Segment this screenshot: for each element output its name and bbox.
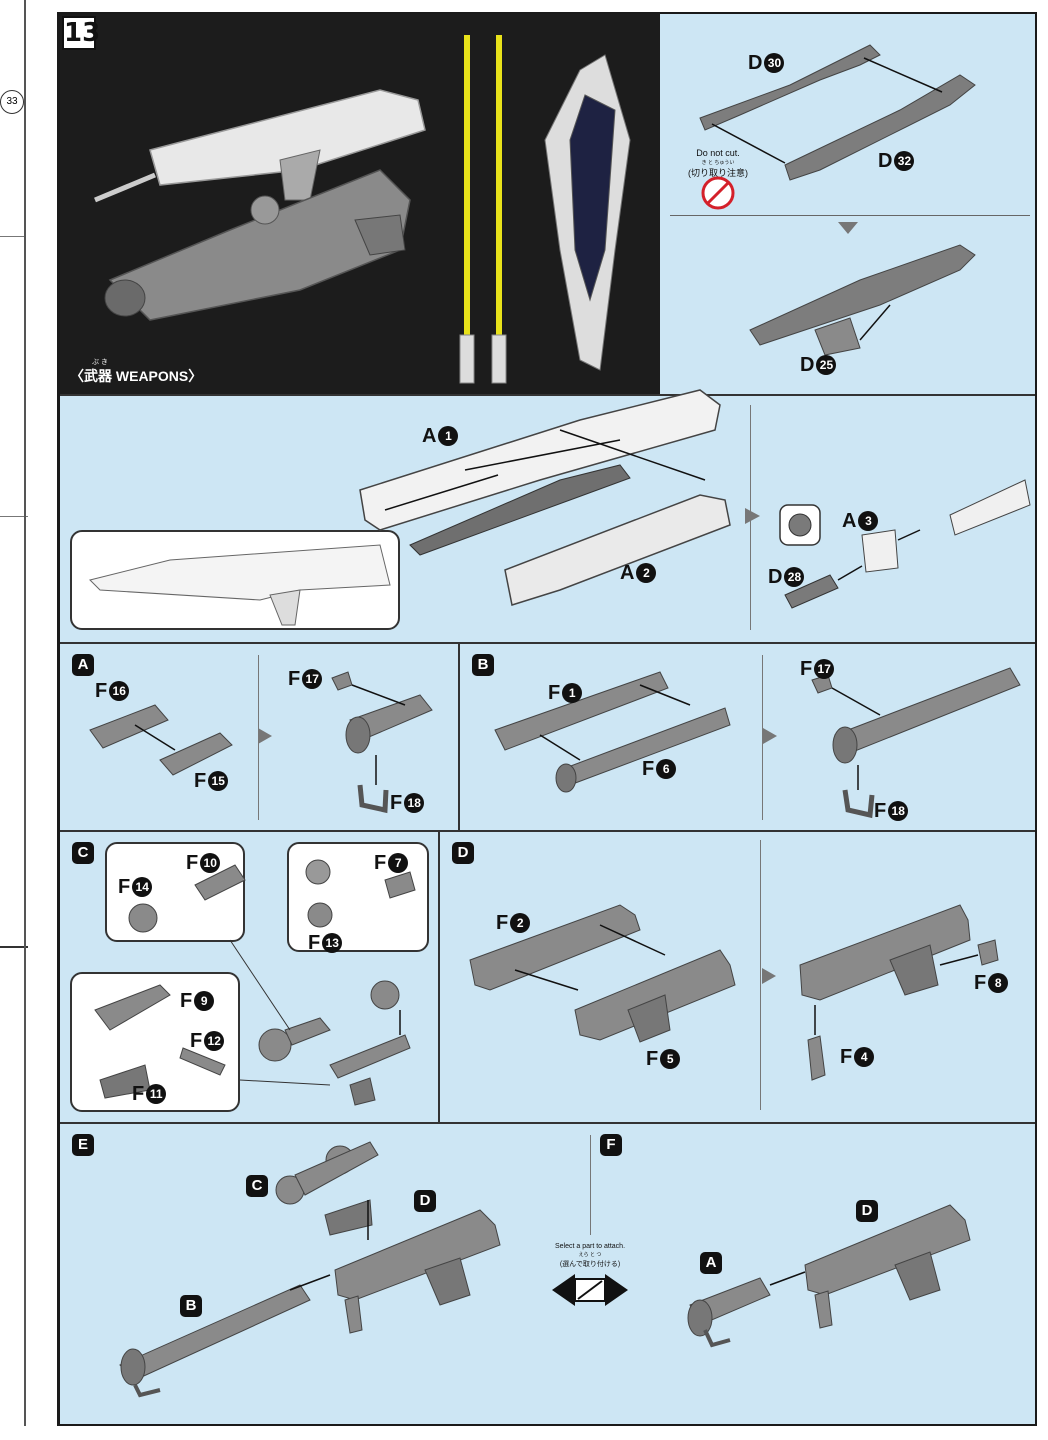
page-edge-line xyxy=(0,236,24,237)
step-separator xyxy=(762,655,763,820)
beam-saber-illustrations xyxy=(459,35,507,384)
panel-badge-e: E xyxy=(72,1134,94,1156)
shield-illustration xyxy=(544,54,631,371)
bazooka-illustration xyxy=(104,169,411,321)
panel-badge-b: B xyxy=(472,654,494,676)
barrel-assembly-panel xyxy=(660,14,1035,394)
step-separator xyxy=(590,1135,591,1235)
caution-jp: (切り取り注意) xyxy=(688,168,748,178)
select-note-jp: (選んで取り付ける) xyxy=(559,1261,621,1268)
weapons-ruby: ぶ き xyxy=(92,359,108,366)
weapons-label: 〈武器 WEAPONS〉 xyxy=(70,368,203,384)
page-edge-part-marker: 33 xyxy=(0,90,24,114)
step-separator xyxy=(760,840,761,1110)
sub-badge-d-f: D xyxy=(856,1200,878,1222)
panel-ef xyxy=(60,1122,1035,1424)
panel-badge-a: A xyxy=(72,654,94,676)
panel-d xyxy=(440,830,1035,1122)
panel-b xyxy=(460,642,1035,830)
sub-badge-a: A xyxy=(700,1252,722,1274)
step-separator xyxy=(750,405,751,630)
sub-badge-c: C xyxy=(246,1175,268,1197)
caution-en: Do not cut. xyxy=(696,148,740,158)
panel-badge-d: D xyxy=(452,842,474,864)
step-separator xyxy=(670,215,1030,216)
step-number: 13 xyxy=(62,16,101,50)
previous-page-edge: 33 xyxy=(0,0,30,1440)
sub-badge-b: B xyxy=(180,1295,202,1317)
sub-badge-d: D xyxy=(414,1190,436,1212)
select-note-ruby: えら と つ xyxy=(578,1252,602,1258)
page-edge-line xyxy=(0,946,28,948)
caution-note: Do not cut. き と ちゅうい (切り取り注意) xyxy=(688,148,748,178)
select-note: Select a part to attach. えら と つ (選んで取り付け… xyxy=(545,1242,635,1269)
panel-badge-c: C xyxy=(72,842,94,864)
select-note-en: Select a part to attach. xyxy=(554,1243,626,1250)
panel-badge-f: F xyxy=(600,1134,622,1156)
step-separator xyxy=(258,655,259,820)
rifle-inset-callout xyxy=(70,530,400,630)
page-edge-line xyxy=(0,516,28,517)
caution-ruby: き と ちゅうい xyxy=(701,160,735,166)
page-edge-border xyxy=(24,0,26,1426)
